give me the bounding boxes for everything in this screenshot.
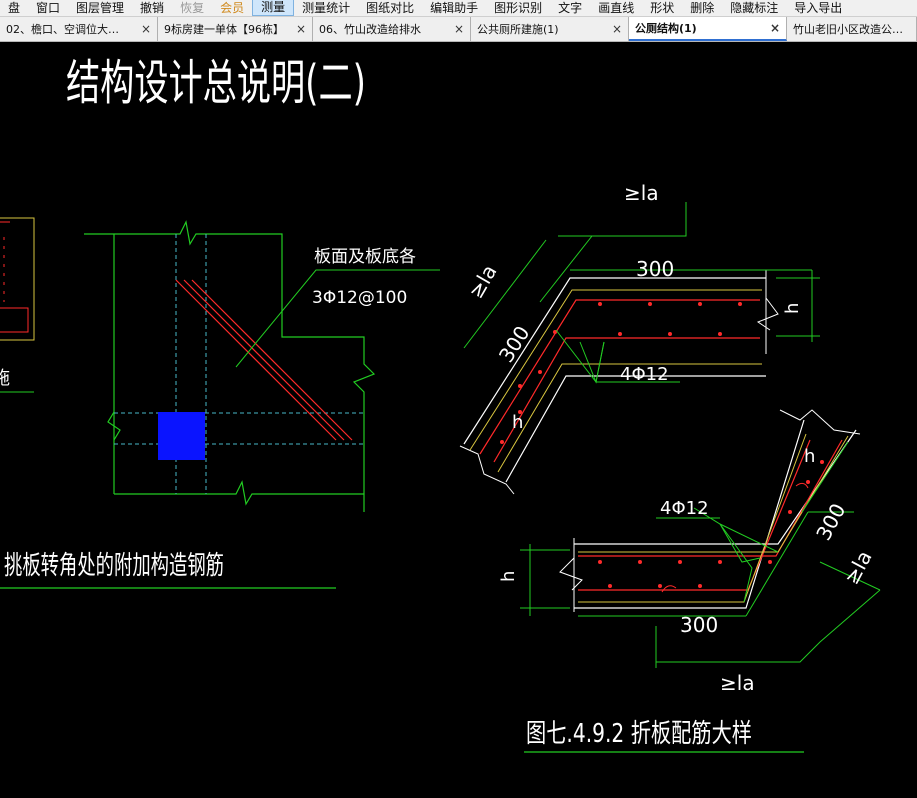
dim-h-lower-slope: h xyxy=(804,446,815,467)
dim-300-top: 300 xyxy=(636,257,674,281)
menu-item-6[interactable]: 测量 xyxy=(252,0,295,16)
menu-item-7[interactable]: 测量统计 xyxy=(302,1,351,15)
menu-item-15[interactable]: 隐藏标注 xyxy=(730,1,779,15)
close-icon[interactable]: × xyxy=(611,22,622,36)
menu-item-4[interactable]: 恢复 xyxy=(180,1,205,15)
dim-h-right: h xyxy=(782,303,803,314)
document-tab-5[interactable]: 竹山老旧小区改造公… xyxy=(787,17,917,41)
anchor-label-left: ≥la xyxy=(464,261,502,303)
column-block xyxy=(158,412,205,460)
rebar-note-line2: 3Φ12@100 xyxy=(312,288,407,308)
anchor-label-bottom: ≥la xyxy=(720,671,755,695)
menu-item-8[interactable]: 图纸对比 xyxy=(366,1,415,15)
dim-300-bottom: 300 xyxy=(680,613,718,637)
anchor-label-right: ≥la xyxy=(839,547,876,589)
menu-bar: 盘 窗口 图层管理 撤销 恢复 会员测量测量统计 图纸对比 编辑助手 图形识别 文字 画直线 形状 删除… xyxy=(0,0,917,17)
document-tab-3[interactable]: 公共厕所建施(1) × xyxy=(471,17,629,41)
drawing-canvas[interactable]: 结构设计总说明(二) 施 板面及板底各 3Φ12@100 挑板转角处的附加构造钢… xyxy=(0,42,917,794)
menu-item-9[interactable]: 编辑助手 xyxy=(430,1,479,15)
tab-label: 竹山老旧小区改造公… xyxy=(793,23,903,36)
menu-item-2[interactable]: 图层管理 xyxy=(76,1,125,15)
menu-item-3[interactable]: 撤销 xyxy=(140,1,165,15)
menu-item-16[interactable]: 导入导出 xyxy=(794,1,843,15)
menu-item-5[interactable]: 会员 xyxy=(220,1,245,15)
menu-item-12[interactable]: 画直线 xyxy=(598,1,635,15)
menu-item-13[interactable]: 形状 xyxy=(650,1,675,15)
left-edge-char: 施 xyxy=(0,368,10,389)
folded-slab-lower xyxy=(520,409,881,668)
dim-h-lower: h xyxy=(498,571,519,582)
tab-label: 9标房建一单体【96栋】 xyxy=(164,23,284,36)
close-icon[interactable]: × xyxy=(769,21,780,35)
tab-label: 06、竹山改造给排水 xyxy=(319,23,421,36)
dim-300-lower-slope: 300 xyxy=(811,499,850,544)
corner-detail xyxy=(84,220,440,512)
bars-label-lower: 4Φ12 xyxy=(660,498,709,519)
close-icon[interactable]: × xyxy=(140,22,151,36)
menu-item-14[interactable]: 删除 xyxy=(690,1,715,15)
tab-label: 公厕结构(1) xyxy=(635,22,697,35)
menu-item-11[interactable]: 文字 xyxy=(558,1,583,15)
close-icon[interactable]: × xyxy=(453,22,464,36)
menu-item-0[interactable]: 盘 xyxy=(8,1,21,15)
corner-detail-caption: 挑板转角处的附加构造钢筋 xyxy=(4,551,224,581)
document-tab-0[interactable]: 02、檐口、空调位大… × xyxy=(0,17,158,41)
menu-item-1[interactable]: 窗口 xyxy=(36,1,61,15)
tab-label: 公共厕所建施(1) xyxy=(477,23,559,36)
tab-label: 02、檐口、空调位大… xyxy=(6,23,119,36)
menu-item-10[interactable]: 图形识别 xyxy=(494,1,543,15)
bars-label-upper: 4Φ12 xyxy=(620,364,669,385)
drawing-title: 结构设计总说明(二) xyxy=(66,55,366,111)
rebar-note-line1: 板面及板底各 xyxy=(314,247,416,267)
close-icon[interactable]: × xyxy=(295,22,306,36)
document-tab-bar: 02、檐口、空调位大…×9标房建一单体【96栋】×06、竹山改造给排水×公共厕所… xyxy=(0,17,917,42)
document-tab-1[interactable]: 9标房建一单体【96栋】 × xyxy=(158,17,313,41)
document-tab-4[interactable]: 公厕结构(1) × xyxy=(629,17,787,41)
figure-caption: 图七.4.9.2 折板配筋大样 xyxy=(526,719,752,749)
cad-drawing[interactable]: 结构设计总说明(二) 施 板面及板底各 3Φ12@100 挑板转角处的附加构造钢… xyxy=(0,42,917,794)
folded-slab-upper xyxy=(459,202,820,495)
dim-h-slope: h xyxy=(512,412,523,433)
document-tab-2[interactable]: 06、竹山改造给排水 × xyxy=(313,17,471,41)
anchor-label-top: ≥la xyxy=(624,181,659,205)
left-partial-detail: 施 xyxy=(0,217,35,393)
